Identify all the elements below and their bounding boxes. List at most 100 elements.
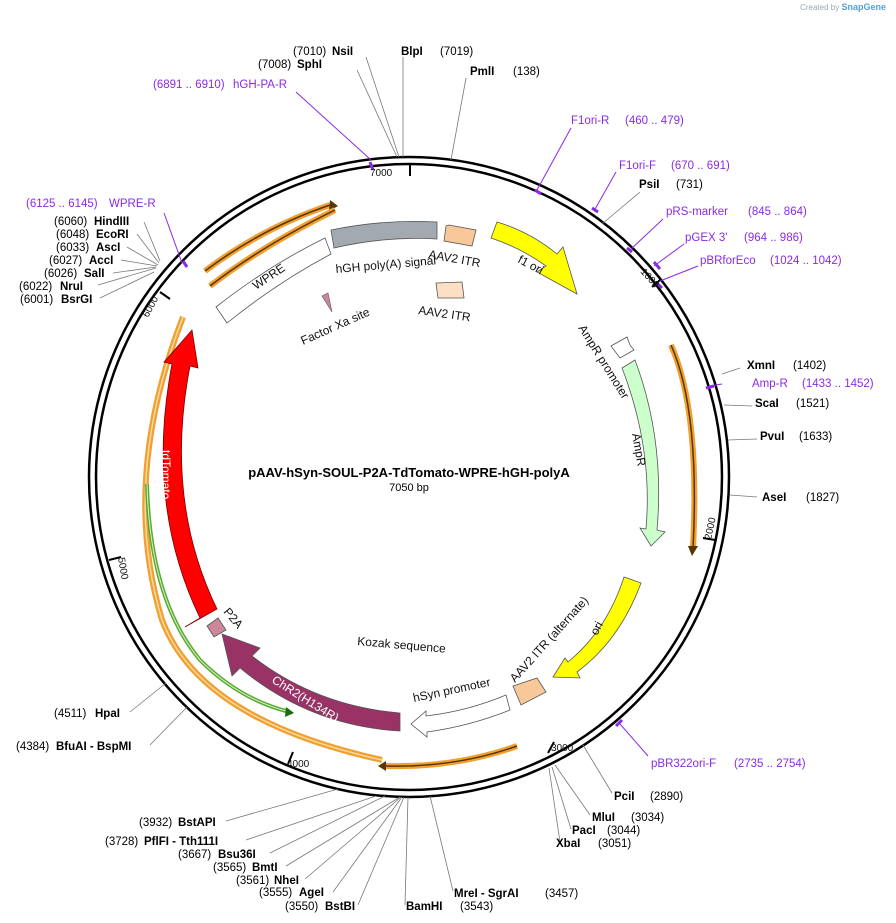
site-acci-pos: (6027): [49, 255, 82, 267]
site-bsrgi-name: BsrGI: [61, 294, 92, 306]
backbone-ticks: [108, 164, 716, 765]
site-nsii-pos: (7010): [293, 46, 326, 58]
site-hpai-pos: (4511): [54, 708, 87, 720]
label-hgh-polya: hGH poly(A) signal: [335, 253, 437, 276]
site-pflfi-pos: (3728): [105, 836, 138, 848]
plasmid-title: pAAV-hSyn-SOUL-P2A-TdTomato-WPRE-hGH-pol…: [248, 465, 570, 480]
site-pcii-pos: (2890): [650, 791, 683, 803]
credit-prefix: Created by: [800, 3, 840, 12]
site-bamhi-name: BamHI: [406, 901, 442, 913]
primer-wpre-r-range: (6125 .. 6145): [26, 198, 98, 210]
site-pvui-name: PvuI: [760, 431, 784, 443]
features: [162, 220, 666, 738]
primer-prs-marker-range: (845 .. 864): [748, 206, 807, 218]
tick-4000: 4000: [287, 759, 310, 770]
site-sali-pos: (6026): [44, 268, 77, 280]
feature-aav2-itr-alt: [512, 677, 547, 706]
site-xmni-pos: (1402): [793, 360, 826, 372]
tick-7000: 7000: [370, 168, 393, 179]
orf-arc-right-core: [670, 344, 696, 549]
site-bsu36i-name: Bsu36I: [218, 849, 256, 861]
primer-labels: (6891 .. 6910) hGH-PA-R F1ori-R (460 .. …: [26, 79, 874, 770]
primer-pbrforeco-range: (1024 .. 1042): [770, 255, 842, 267]
orf-arc-left-core: [144, 316, 383, 761]
label-factor-xa: Factor Xa site: [299, 305, 373, 348]
orf-arc-green-core: [146, 483, 291, 713]
site-sali-name: SalI: [84, 268, 104, 280]
site-xbai-name: XbaI: [556, 838, 580, 850]
snapgene-credit: Created by SnapGene: [800, 2, 886, 12]
site-bstapi-pos: (3932): [139, 817, 172, 829]
tick-5000: 5000: [115, 557, 130, 581]
primer-pbr322ori-f-name: pBR322ori-F: [651, 758, 716, 770]
feature-factor-xa: [321, 292, 333, 313]
primer-f1ori-f-range: (670 .. 691): [671, 160, 730, 172]
site-psii-name: PsiI: [639, 179, 659, 191]
primer-pbrforeco-name: pBRforEco: [700, 255, 756, 267]
primer-hgh-pa-r-name: hGH-PA-R: [233, 79, 287, 91]
label-ampr-promoter: AmpR promoter: [575, 322, 632, 401]
site-nhei-name: NheI: [274, 875, 299, 887]
site-asci-name: AscI: [96, 242, 120, 254]
site-bsrgi-pos: (6001): [20, 294, 53, 306]
orf-arc-top-2-core: [209, 209, 336, 287]
label-kozak: Kozak sequence: [357, 634, 447, 656]
site-pflfi-name: PflFI - Tth111I: [144, 836, 218, 848]
site-agei-name: AgeI: [299, 887, 324, 899]
site-asei-pos: (1827): [806, 492, 839, 504]
site-mlui-pos: (3034): [631, 812, 664, 824]
site-leaders: [97, 56, 758, 906]
tick-2000: 2000: [703, 516, 718, 540]
site-bfuai-name: BfuAI - BspMI: [56, 741, 131, 753]
site-asci-pos: (6033): [56, 242, 89, 254]
site-hpai-name: HpaI: [95, 708, 120, 720]
site-paci-pos: (3044): [607, 825, 640, 837]
feature-ori: [552, 576, 642, 679]
feature-tdtomato: [162, 329, 218, 628]
primer-amp-r-name: Amp-R: [752, 378, 788, 390]
orf-arc-right-head: [688, 546, 698, 556]
site-nsii-name: NsiI: [332, 46, 353, 58]
primer-hgh-pa-r-range: (6891 .. 6910): [153, 79, 225, 91]
site-ecori-pos: (6048): [56, 229, 89, 241]
primer-pgex3-range: (964 .. 986): [744, 232, 803, 244]
site-bmti-pos: (3565): [213, 862, 246, 874]
site-nrui-pos: (6022): [19, 281, 52, 293]
primer-f1ori-r-range: (460 .. 479): [625, 115, 684, 127]
feature-p2a: [206, 617, 227, 638]
site-psii-pos: (731): [676, 179, 703, 191]
primer-prs-marker-name: pRS-marker: [666, 206, 728, 218]
feature-ampr-promoter: [610, 336, 635, 359]
site-blpi-pos: (7019): [440, 46, 473, 58]
orf-arc-bottom-core: [384, 745, 518, 767]
site-mrei-sgrai-pos: (3457): [545, 888, 578, 900]
site-bmti-name: BmtI: [252, 862, 278, 874]
primer-amp-r-range: (1433 .. 1452): [802, 378, 874, 390]
snapgene-logo: SnapGene: [841, 2, 886, 12]
orf-arcs: [142, 200, 698, 771]
site-scai-name: ScaI: [755, 398, 779, 410]
site-hindiii-pos: (6060): [54, 216, 87, 228]
primer-leaders: [163, 91, 723, 757]
label-tdtomato: tdTomato: [159, 450, 173, 500]
site-bfuai-pos: (4384): [16, 741, 49, 753]
site-xmni-name: XmnI: [747, 360, 775, 372]
site-hindiii-name: HindIII: [94, 216, 129, 228]
orf-arc-green-head: [285, 707, 294, 717]
site-blpi-name: BlpI: [401, 46, 423, 58]
feature-hsyn-promoter: [410, 694, 511, 738]
site-mrei-sgrai-name: MreI - SgrAI: [454, 888, 519, 900]
site-acci-name: AccI: [89, 255, 113, 267]
site-sphi-pos: (7008): [258, 59, 291, 71]
primer-f1ori-f-name: F1ori-F: [619, 160, 656, 172]
site-nhei-pos: (3561): [236, 875, 269, 887]
feature-wpre: [215, 237, 332, 324]
feature-ampr: [621, 359, 666, 547]
label-hsyn-promoter: hSyn promoter: [412, 675, 492, 705]
orf-arc-top-1-core: [204, 204, 331, 272]
primer-wpre-r-name: WPRE-R: [109, 198, 156, 210]
feature-chr2: [221, 633, 401, 732]
site-bstbi-pos: (3550): [285, 901, 318, 913]
site-bsu36i-pos: (3667): [178, 849, 211, 861]
site-nrui-name: NruI: [60, 281, 83, 293]
